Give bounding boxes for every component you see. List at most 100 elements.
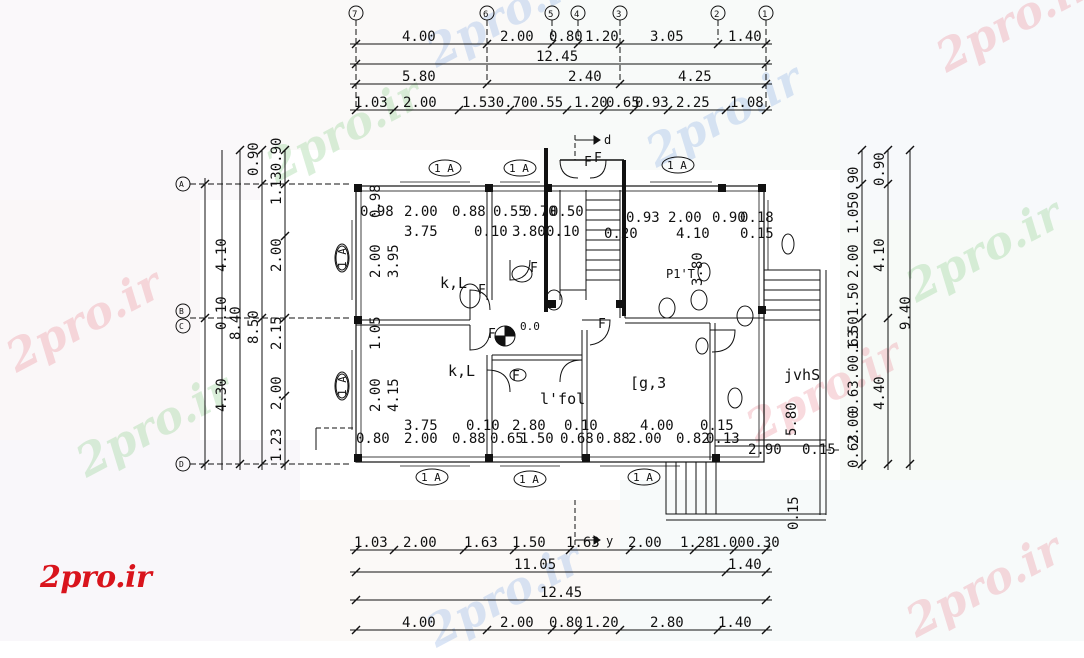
grid-label: A [179, 180, 184, 189]
dimension-text: 3.80 [512, 224, 546, 240]
dimension-text: 2.00 [404, 204, 438, 220]
room-label: jvhS [784, 366, 820, 384]
grid-label: 7 [352, 10, 357, 20]
background-wash [0, 0, 1084, 641]
plan-svg: 7 6 5 4 3 2 1 A B C D 4.00 2.00 0.80 1.2… [175, 5, 915, 635]
dimension-text: 12.45 [536, 49, 578, 65]
dimension-text: 2.00 [500, 29, 534, 45]
level-text: 0.0 [520, 320, 540, 333]
grid-label: 5 [548, 10, 553, 20]
dimension-text: 1.23 [269, 428, 285, 462]
dimension-text: 0.20 [604, 226, 638, 242]
dimension-text: 0.15 [802, 442, 836, 458]
dimension-text: 0.10 [474, 224, 508, 240]
dimension-text: 0.18 [740, 210, 774, 226]
dimension-text: 0.50 [550, 204, 584, 220]
entrance-landing [715, 439, 826, 447]
top-dimension-lines [350, 39, 772, 115]
dimension-text: 4.15 [386, 378, 402, 412]
dimension-text: 2.90 [748, 442, 782, 458]
dimension-text: 0.93 [626, 210, 660, 226]
dimension-text: 4.00 [402, 29, 436, 45]
columns [354, 184, 766, 462]
door-tag: F [584, 155, 592, 170]
grid-label: 2 [714, 10, 719, 20]
right-dimension-lines [857, 145, 915, 470]
dimension-text: 1.28 [680, 535, 714, 551]
dimension-text: 0.88 [596, 431, 630, 447]
dimension-text: 1.00 [712, 535, 746, 551]
window-tag: 1 A [667, 159, 687, 172]
dimension-text: 0.15 [700, 418, 734, 434]
interior-walls [356, 190, 764, 460]
level-marker [494, 325, 516, 347]
dimension-text: 2.80 [650, 615, 684, 631]
dimension-text: 0.55 [493, 204, 527, 220]
grid-label: 4 [574, 10, 579, 20]
window-tag: 1 A [421, 471, 441, 484]
dimension-text: 1.50 [520, 431, 554, 447]
dimension-text: 0.98 [360, 204, 394, 220]
dimension-text: 0.90 [872, 152, 888, 186]
dimension-text: 2.00 [628, 431, 662, 447]
dimension-text: 2.00 [368, 378, 384, 412]
dimension-text: 1.03 [354, 535, 388, 551]
room-label: P1'T [666, 267, 695, 281]
dimension-text: 1.05 [368, 316, 384, 350]
dimension-text: 2.00 [668, 210, 702, 226]
left-dimension-lines [200, 145, 290, 470]
dimension-text: 0.98 [368, 184, 384, 218]
dimension-text: 0.68 [560, 431, 594, 447]
dimension-text: 0.90 [712, 210, 746, 226]
dimension-text: 4.30 [214, 378, 230, 412]
dimension-text: 1.63 [464, 535, 498, 551]
dimension-text: 1.050.90 [846, 167, 862, 234]
grid-label: D [179, 460, 184, 469]
dimension-text: 2.00 [628, 535, 662, 551]
dimension-text: 0.10 [214, 296, 230, 330]
section-label: y [606, 534, 613, 548]
dimension-text: 1.40 [718, 615, 752, 631]
dimension-text: 0.15 [786, 496, 802, 530]
dimension-text: 1.50 [512, 535, 546, 551]
dimension-text: 1.40 [728, 29, 762, 45]
dimension-text: 2.00 [368, 244, 384, 278]
dimension-text: 4.00 [640, 418, 674, 434]
grid-label: 3 [616, 10, 621, 20]
dimension-text: 0.30 [746, 535, 780, 551]
dimension-text: 9.40 [898, 296, 914, 330]
dimension-text: 0.10 [466, 418, 500, 434]
dimension-text: 1.501.50 [846, 283, 862, 350]
room-label: l'fol [540, 390, 585, 408]
dimension-text: 4.10 [872, 238, 888, 272]
dimension-text: 2.00 [404, 431, 438, 447]
dimension-text: 0.65 [606, 95, 640, 111]
dimension-text: 0.63.00.63 [846, 330, 862, 414]
dimension-text: 0.88 [452, 431, 486, 447]
dimension-text: 12.45 [540, 585, 582, 601]
door-tag: F [512, 369, 520, 384]
dimension-text: 1.530.700.55 [462, 95, 563, 111]
door-tag: F [488, 327, 496, 342]
dimension-text: 2.00 [846, 410, 862, 444]
window-tag-shapes [334, 156, 695, 488]
dimension-text: 8.40 [228, 306, 244, 340]
dimension-text: 1.08 [730, 95, 764, 111]
dimension-text: 2.00 [500, 615, 534, 631]
grid-label: 6 [483, 10, 488, 20]
dimension-text: 1.63 [566, 535, 600, 551]
dimension-text: 3.75 [404, 418, 438, 434]
row-grid-bubbles [175, 176, 352, 472]
dimension-text: 2.25 [676, 95, 710, 111]
door-swings [469, 259, 736, 393]
dimension-text: 5.80 [784, 402, 800, 436]
dimension-text: 0.80 [356, 431, 390, 447]
dimension-text: 1.20 [585, 615, 619, 631]
dimension-text: 2.00 [403, 535, 437, 551]
exterior-stairs-right [763, 269, 827, 515]
bottom-dimension-lines [350, 545, 772, 635]
window-tag: 1 A [336, 376, 349, 396]
site-logo: 2pro.ir [40, 560, 152, 595]
dimension-text: 2.00 [269, 238, 285, 272]
exterior-stairs-bottom [665, 461, 826, 521]
